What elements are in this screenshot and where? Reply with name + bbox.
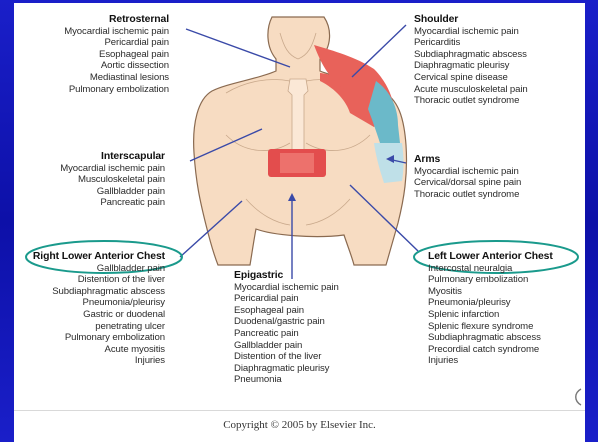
list-item: Pericardial pain (64, 37, 169, 49)
list-item: penetrating ulcer (33, 321, 165, 333)
footer-divider (14, 410, 585, 411)
list-item: Mediastinal lesions (64, 72, 169, 84)
list-item: Thoracic outlet syndrome (414, 189, 521, 201)
list-item: Pericardial pain (234, 293, 339, 305)
list-item: Gallbladder pain (33, 263, 165, 275)
list-item: Diaphragmatic pleurisy (234, 363, 339, 375)
list-item: Pneumonia (234, 374, 339, 386)
list-item: Pancreatic pain (234, 328, 339, 340)
slide: Retrosternal Myocardial ischemic pain Pe… (14, 3, 585, 442)
list-item: Intercostal neuralgia (428, 263, 553, 275)
list-item: Esophageal pain (64, 49, 169, 61)
list-item: Musculoskeletal pain (60, 174, 165, 186)
list-item: Aortic dissection (64, 60, 169, 72)
list-item: Subdiaphragmatic abscess (414, 49, 528, 61)
list-item: Duodenal/gastric pain (234, 316, 339, 328)
list-item: Thoracic outlet syndrome (414, 95, 528, 107)
shoulder-heading: Shoulder (414, 14, 528, 26)
list-item: Pneumonia/pleurisy (33, 297, 165, 309)
list-item: Pericarditis (414, 37, 528, 49)
list-item: Injuries (33, 355, 165, 367)
list-item: Esophageal pain (234, 305, 339, 317)
list-item: Myocardial ischemic pain (64, 26, 169, 38)
list-item: Myositis (428, 286, 553, 298)
list-item: Injuries (428, 355, 553, 367)
retrosternal-heading: Retrosternal (64, 14, 169, 26)
list-item: Myocardial ischemic pain (234, 282, 339, 294)
epigastric-heading: Epigastric (234, 270, 339, 282)
list-item: Pulmonary embolization (33, 332, 165, 344)
retrosternal-label: Retrosternal Myocardial ischemic pain Pe… (64, 14, 169, 95)
right-lower-anterior-chest-label: Right Lower Anterior Chest Gallbladder p… (33, 251, 165, 367)
left-lower-anterior-chest-label: Left Lower Anterior Chest Intercostal ne… (428, 251, 553, 367)
list-item: Myocardial ischemic pain (414, 166, 521, 178)
list-item: Cervical/dorsal spine pain (414, 177, 521, 189)
list-item: Precordial catch syndrome (428, 344, 553, 356)
list-item: Subdiaphragmatic abscess (33, 286, 165, 298)
scroll-marker-icon (576, 389, 581, 405)
copyright-notice: Copyright © 2005 by Elsevier Inc. (14, 419, 585, 431)
interscapular-label: Interscapular Myocardial ischemic pain M… (60, 151, 165, 209)
interscapular-heading: Interscapular (60, 151, 165, 163)
list-item: Pulmonary embolization (64, 84, 169, 96)
list-item: Gallbladder pain (60, 186, 165, 198)
list-item: Acute myositis (33, 344, 165, 356)
list-item: Acute musculoskeletal pain (414, 84, 528, 96)
list-item: Myocardial ischemic pain (60, 163, 165, 175)
right-lower-heading: Right Lower Anterior Chest (33, 251, 165, 263)
arms-heading: Arms (414, 154, 521, 166)
list-item: Splenic infarction (428, 309, 553, 321)
list-item: Pneumonia/pleurisy (428, 297, 553, 309)
list-item: Splenic flexure syndrome (428, 321, 553, 333)
shoulder-label: Shoulder Myocardial ischemic pain Perica… (414, 14, 528, 107)
list-item: Distention of the liver (33, 274, 165, 286)
arms-label: Arms Myocardial ischemic pain Cervical/d… (414, 154, 521, 200)
list-item: Pancreatic pain (60, 197, 165, 209)
left-lower-heading: Left Lower Anterior Chest (428, 251, 553, 263)
list-item: Distention of the liver (234, 351, 339, 363)
list-item: Pulmonary embolization (428, 274, 553, 286)
list-item: Gallbladder pain (234, 340, 339, 352)
list-item: Myocardial ischemic pain (414, 26, 528, 38)
list-item: Subdiaphragmatic abscess (428, 332, 553, 344)
list-item: Cervical spine disease (414, 72, 528, 84)
epigastric-label: Epigastric Myocardial ischemic pain Peri… (234, 270, 339, 386)
list-item: Gastric or duodenal (33, 309, 165, 321)
list-item: Diaphragmatic pleurisy (414, 60, 528, 72)
